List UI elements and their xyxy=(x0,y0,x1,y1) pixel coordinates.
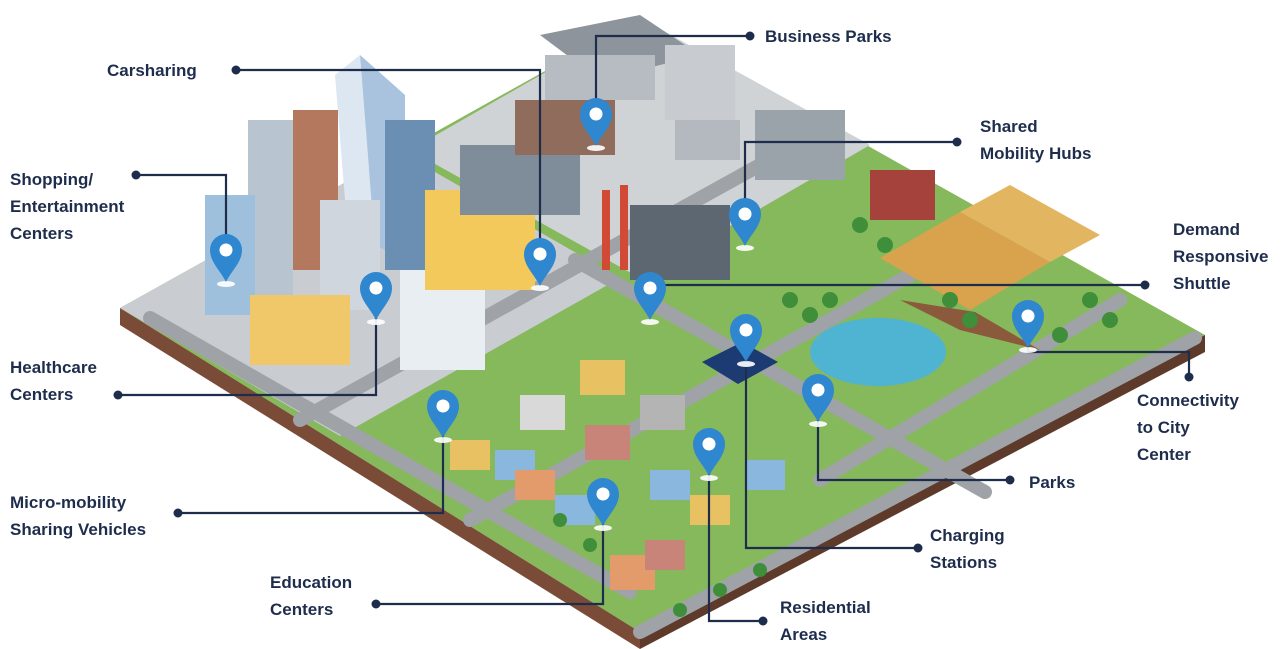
label-residential-areas: Residential Areas xyxy=(780,598,871,644)
label-business-parks: Business Parks xyxy=(765,27,892,46)
industrial-buildings xyxy=(460,15,935,280)
leader-line-charging xyxy=(744,350,918,550)
leader-line-residential xyxy=(707,460,763,623)
trees xyxy=(553,217,1118,617)
label-shopping-entertainment: Shopping/ Entertainment Centers xyxy=(10,170,125,243)
label-parks: Parks xyxy=(1029,473,1076,492)
label-education-centers: Education Centers xyxy=(270,573,353,619)
leader-line-carsharing xyxy=(236,68,542,260)
leader-line-education xyxy=(376,505,605,606)
pond xyxy=(810,318,946,386)
label-demand-responsive-shuttle: Demand Responsive Shuttle xyxy=(1173,220,1269,293)
leader-line-shared-mobility-hubs xyxy=(743,140,957,220)
label-shared-mobility-hubs: Shared Mobility Hubs xyxy=(980,117,1092,163)
label-connectivity-city-center: Connectivity to City Center xyxy=(1137,391,1240,464)
leader-line-healthcare xyxy=(118,300,378,397)
leader-line-business-parks xyxy=(594,34,750,118)
city-towers xyxy=(205,55,535,370)
leader-dots xyxy=(113,31,1194,626)
label-charging-stations: Charging Stations xyxy=(930,526,1005,572)
leader-line-shopping xyxy=(136,173,228,255)
label-healthcare-centers: Healthcare Centers xyxy=(10,358,97,404)
label-micro-mobility: Micro-mobility Sharing Vehicles xyxy=(10,493,147,539)
residential-houses xyxy=(450,360,785,590)
leader-line-micro-mobility xyxy=(178,420,445,515)
label-carsharing: Carsharing xyxy=(107,61,197,80)
